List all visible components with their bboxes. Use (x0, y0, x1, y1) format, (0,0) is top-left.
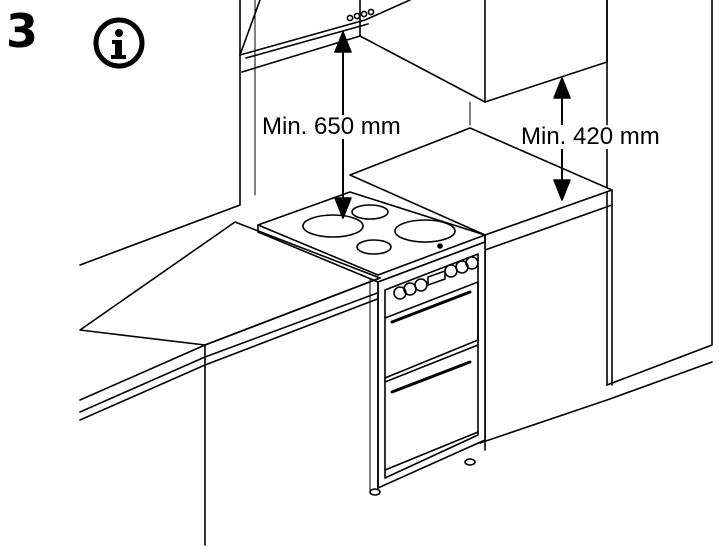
hood-button (353, 12, 361, 20)
cooker-hood (239, 0, 411, 73)
control-display (427, 270, 446, 286)
right-wall-cabinet (359, 0, 608, 126)
control-knob (465, 256, 479, 270)
info-circle-icon (93, 17, 145, 69)
left-worktop (79, 221, 381, 546)
hood-button (346, 14, 354, 22)
hob-ring (351, 204, 389, 220)
cooker (257, 191, 486, 496)
hob-ring (356, 239, 392, 255)
hood-clearance-label: Min. 650 mm (260, 113, 403, 140)
hob-ring (394, 219, 456, 243)
hob-ring (302, 214, 364, 238)
control-knob (414, 278, 428, 292)
hood-button (360, 10, 368, 18)
cabinet-clearance-label: Min. 420 mm (519, 123, 662, 150)
hood-button (367, 8, 375, 16)
left-wall-cabinet (79, 0, 256, 266)
step-number: 3 (6, 4, 39, 58)
